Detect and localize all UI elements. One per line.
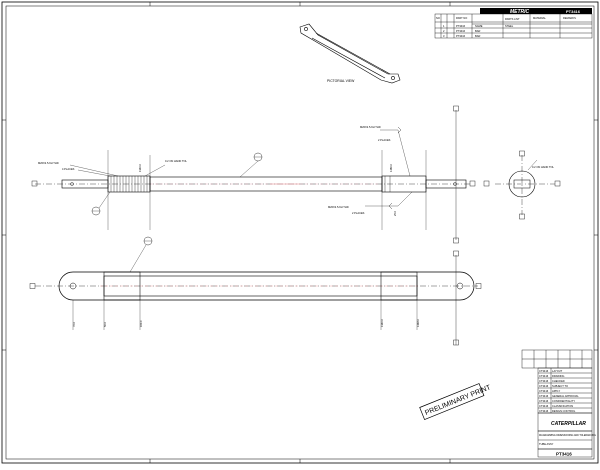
thread-callout-top-right: M20X2.5-6H THD xyxy=(360,125,381,129)
dim-label: 70.0 xyxy=(72,321,76,327)
revision-desc: CLASSIFICATION xyxy=(552,404,573,408)
header-part: PART NO xyxy=(456,16,467,20)
pictorial-view-label: PICTORIAL VIEW xyxy=(327,79,355,83)
tolerance-note-left: 0.2 ON HAND TOL xyxy=(165,159,188,163)
dim-label: 25.0 xyxy=(393,210,397,216)
thread-callout-left-sub: 4 PLACES xyxy=(62,167,75,171)
part-row-number: PT3416 xyxy=(456,24,466,28)
part-row-number: PT3416 xyxy=(456,29,466,33)
revision-rows: CT3416 LAYOUT CT3416 DRAWING CT3416 CHEC… xyxy=(539,369,579,413)
part-row-name: BAR xyxy=(475,34,480,38)
revision-code: CT3416 xyxy=(539,369,549,373)
preliminary-print-stamp: PRELIMINARY PRINT xyxy=(419,383,493,421)
revision-code: CT3416 xyxy=(539,379,549,383)
part-row-number: PT3416 xyxy=(456,34,466,38)
revision-desc: DESIGN CONTROL xyxy=(552,409,576,413)
dim-label: 1448.0 xyxy=(416,319,420,327)
part-row-no: 1 xyxy=(443,24,445,28)
part-row-no: 3 xyxy=(443,34,445,38)
metric-strip xyxy=(480,8,592,14)
revision-desc: SUBJECT TO xyxy=(552,384,568,388)
dim-label: 160.0 xyxy=(139,320,143,327)
part-row-name: BAR xyxy=(475,29,480,33)
revision-code: CT3416 xyxy=(539,409,549,413)
side-view xyxy=(31,105,476,244)
part-number-bottom: PT3416 xyxy=(556,452,572,457)
part-row-material: STEEL xyxy=(505,24,514,28)
title-line-1: DIAGRAMMING DIMENSIONING AND TOLERANCING xyxy=(539,434,596,437)
dim-label: 50.0 xyxy=(103,321,107,327)
revision-desc: DRAWING xyxy=(552,374,564,378)
end-view xyxy=(483,150,561,220)
parts-list-block: METRIC PT3416 PARTS LIST NO PART NO NAME… xyxy=(434,8,593,39)
revision-desc: GENERAL APPROVAL xyxy=(552,394,579,398)
dim-label: 1480.0 xyxy=(389,164,393,172)
revision-block xyxy=(521,349,593,458)
bottom-view xyxy=(29,236,482,346)
revision-desc: APPLY xyxy=(552,389,560,393)
thread-callout-left: M20X2.5-6H THD xyxy=(38,161,59,165)
revision-code: CT3416 xyxy=(539,384,549,388)
title-line-2: TUBE ASSY xyxy=(539,442,554,446)
company-logo: CATERPILLAR xyxy=(551,421,586,427)
revision-code: CT3416 xyxy=(539,394,549,398)
dim-label: 1340.0 xyxy=(380,319,384,327)
revision-desc: CHECKED xyxy=(552,379,565,383)
revision-desc: LAYOUT xyxy=(552,369,563,373)
preliminary-print-label: PRELIMINARY PRINT xyxy=(424,384,492,417)
dim-label: 1340.0 xyxy=(138,164,142,172)
revision-code: CT3416 xyxy=(539,404,549,408)
thread-callout-bottom-right: M20X2.5-6H THD xyxy=(328,205,349,209)
revision-code: CT3416 xyxy=(539,399,549,403)
pictorial-view xyxy=(299,23,401,84)
header-no: NO xyxy=(436,16,440,20)
header-name: NAME xyxy=(475,24,483,28)
metric-label: METRIC xyxy=(510,9,530,15)
part-number-top: PT3416 xyxy=(566,9,581,14)
header-material: MATERIAL xyxy=(533,16,546,20)
header-remarks: REMARKS xyxy=(563,16,576,20)
part-row-no: 2 xyxy=(443,29,445,33)
revision-code: CT3416 xyxy=(539,389,549,393)
tolerance-note-right: 0.2 ON HAND TOL xyxy=(532,165,555,169)
revision-code: CT3416 xyxy=(539,374,549,378)
revision-desc: CONFIDENTIALITY xyxy=(552,399,575,403)
thread-callout-bottom-right-sub: 2 PLACES xyxy=(352,211,365,215)
parts-list-title: PARTS LIST xyxy=(505,17,520,21)
thread-callout-top-right-sub: 2 PLACES xyxy=(378,138,391,142)
